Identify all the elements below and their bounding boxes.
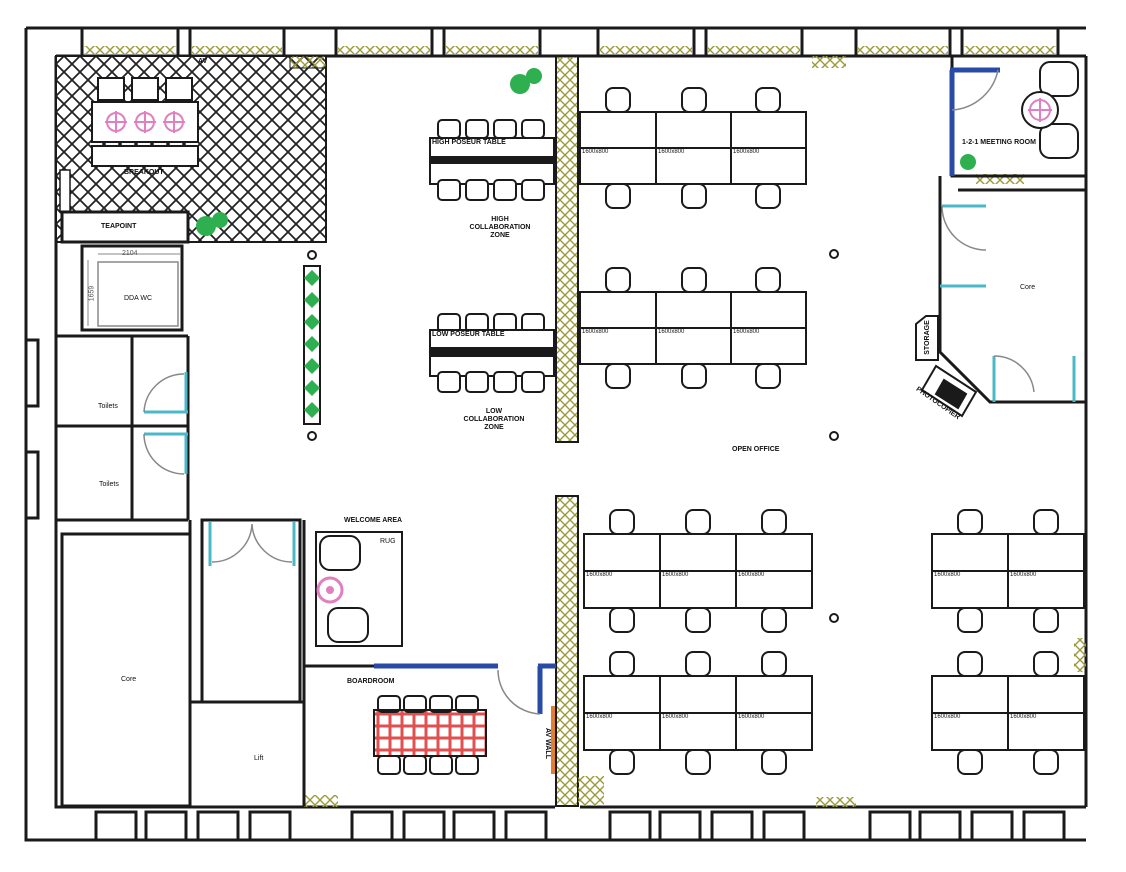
desk-label: 1600x800 — [586, 714, 613, 720]
welcome-area — [315, 531, 403, 647]
lift-label: Lift — [254, 755, 264, 762]
office-chairs — [605, 87, 1059, 775]
low-collab-label-2: COLLABORATION — [463, 416, 525, 423]
desk-label: 1600x800 — [658, 149, 685, 155]
desk-cluster-3 — [583, 533, 813, 609]
desk-label: 1600x800 — [1010, 714, 1037, 720]
desk-label: 1600x800 — [586, 572, 613, 578]
meeting-room-label: 1-2-1 MEETING ROOM — [962, 139, 1036, 146]
high-collab-label-1: HIGH — [491, 216, 509, 223]
teapoint — [60, 210, 190, 244]
toilets — [56, 334, 190, 522]
core-left-label: Core — [121, 676, 137, 683]
high-table-label: HIGH POSEUR TABLE — [432, 139, 506, 146]
photocopier — [920, 364, 978, 418]
high-collab-table — [429, 119, 555, 201]
low-collab-label-3: ZONE — [484, 424, 504, 431]
columns — [829, 249, 839, 623]
teapoint-label: TEAPOINT — [101, 223, 137, 230]
green-wall — [303, 250, 321, 441]
desk-label: 1600x800 — [1010, 572, 1037, 578]
desk-label: 1600x800 — [934, 572, 961, 578]
desk-cluster-5 — [931, 533, 1085, 609]
av-label: AV — [198, 58, 208, 65]
low-collab-table — [429, 313, 555, 393]
high-collab-label-2: COLLABORATION — [469, 224, 531, 231]
core-right-label: Core — [1020, 284, 1036, 291]
low-table-label: LOW POSEUR TABLE — [432, 331, 505, 338]
boardroom-label: BOARDROOM — [347, 678, 395, 685]
rug-label: RUG — [380, 538, 396, 545]
divider-hatch-bottom — [555, 495, 579, 807]
boardroom — [304, 663, 556, 775]
desk-label: 1600x800 — [738, 572, 765, 578]
windows-bottom — [94, 810, 1066, 842]
low-collab-label-1: LOW — [485, 408, 503, 415]
desk-label: 1600x800 — [733, 329, 760, 335]
welcome-area-label: WELCOME AREA — [344, 517, 403, 524]
dda-dim-height: 1659 — [88, 285, 96, 302]
desk-cluster-6 — [931, 675, 1085, 751]
storage-label: STORAGE — [923, 320, 931, 355]
toilets-label-2: Toilets — [99, 481, 119, 488]
desk-label: 1600x800 — [733, 149, 760, 155]
desk-label: 1600x800 — [658, 329, 685, 335]
desk-label: 1600x800 — [934, 714, 961, 720]
desk-label: 1600x800 — [738, 714, 765, 720]
av-wall-label: AV WALL — [543, 728, 551, 759]
desk-cluster-1 — [579, 111, 807, 185]
plant-icons — [196, 68, 976, 236]
breakout-label: BREAKOUT — [124, 169, 164, 176]
high-collab-label-3: ZONE — [490, 232, 510, 239]
toilets-label-1: Toilets — [98, 403, 118, 410]
desk-cluster-4 — [583, 675, 813, 751]
open-office-label: OPEN OFFICE — [732, 446, 780, 453]
desk-label: 1600x800 — [582, 149, 609, 155]
desk-label: 1600x800 — [662, 714, 689, 720]
dda-wc-label: DDA WC — [124, 295, 152, 302]
divider-hatch-top — [555, 55, 579, 443]
desk-label: 1600x800 — [582, 329, 609, 335]
dda-wc — [80, 244, 184, 332]
core-left — [60, 518, 306, 808]
desk-label: 1600x800 — [662, 572, 689, 578]
dda-dim-width: 2104 — [122, 250, 138, 257]
desk-cluster-2 — [579, 291, 807, 365]
windows-top-hatch — [84, 46, 1056, 54]
storage — [915, 315, 939, 361]
